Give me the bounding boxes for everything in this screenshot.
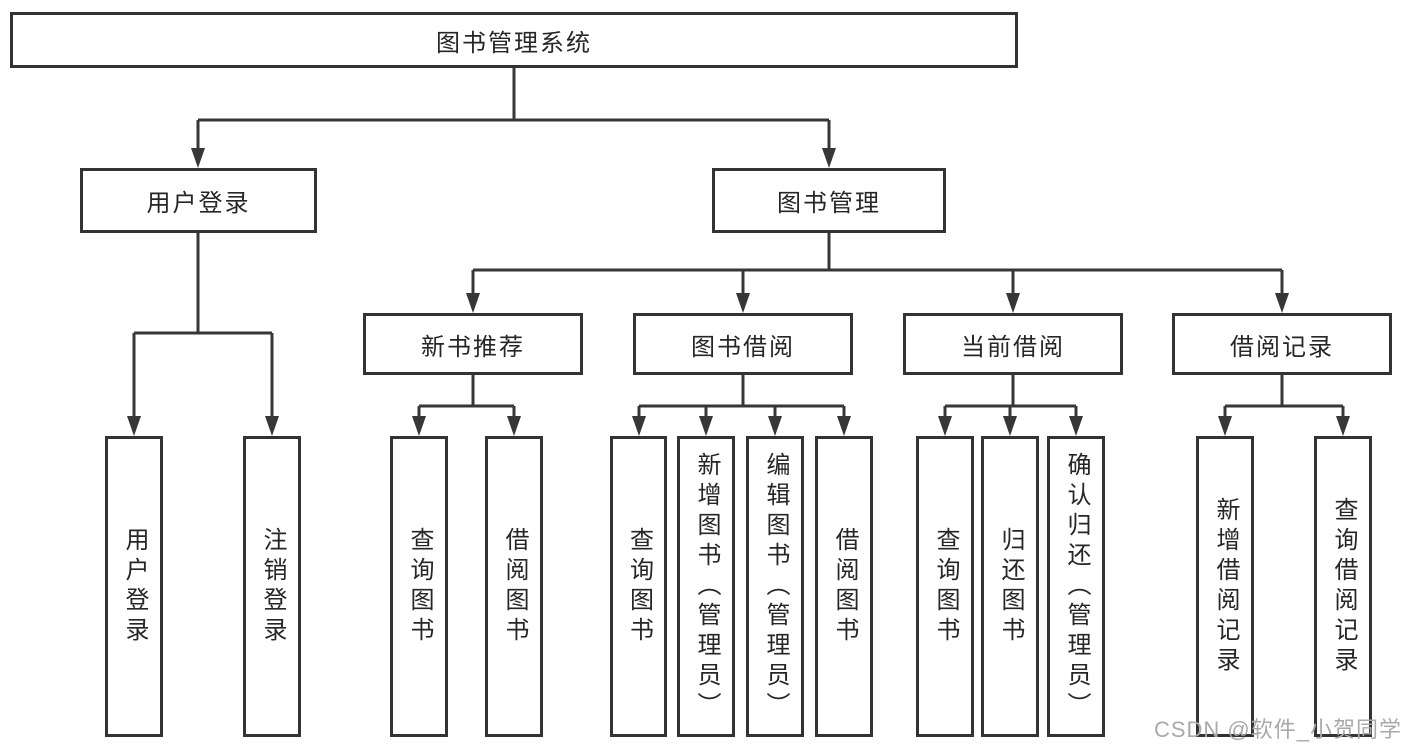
arrow-down-icon — [1218, 416, 1232, 436]
leaf-query-books-borrowing: 查询图书 — [610, 436, 667, 737]
arrow-down-icon — [768, 416, 782, 436]
edge-current-borrowing-to-children — [938, 375, 1083, 436]
arrow-down-icon — [191, 148, 205, 168]
leaf-add-borrow-record: 新增借阅记录 — [1196, 436, 1254, 737]
arrow-down-icon — [412, 416, 426, 436]
leaf-query-books-recommend: 查询图书 — [390, 436, 448, 737]
edge-borrowing-records-to-children — [1218, 375, 1350, 436]
arrow-down-icon — [632, 416, 646, 436]
edge-new-book-to-children — [412, 375, 521, 436]
edge-user-login-to-children — [127, 233, 279, 436]
leaf-add-book-admin: 新增图书（管理员） — [677, 436, 735, 737]
arrow-down-icon — [466, 293, 480, 313]
edge-root-to-level2 — [191, 68, 836, 168]
leaf-logout: 注销登录 — [243, 436, 301, 737]
arrow-down-icon — [1275, 293, 1289, 313]
arrow-down-icon — [938, 416, 952, 436]
arrow-down-icon — [1003, 416, 1017, 436]
arrow-down-icon — [507, 416, 521, 436]
node-borrowing-records: 借阅记录 — [1172, 313, 1392, 375]
edge-book-borrowing-to-children — [632, 375, 851, 436]
arrow-down-icon — [1336, 416, 1350, 436]
leaf-query-borrow-record: 查询借阅记录 — [1314, 436, 1372, 737]
node-root-system: 图书管理系统 — [10, 12, 1018, 68]
edge-book-management-to-level3 — [466, 233, 1289, 313]
arrow-down-icon — [1069, 416, 1083, 436]
leaf-borrow-books-borrowing: 借阅图书 — [815, 436, 873, 737]
csdn-watermark: CSDN @软件_小贺同学 — [1153, 717, 1402, 742]
arrow-down-icon — [265, 416, 279, 436]
node-new-book-recommendation: 新书推荐 — [363, 313, 583, 375]
leaf-return-book: 归还图书 — [981, 436, 1039, 737]
leaf-edit-book-admin: 编辑图书（管理员） — [746, 436, 804, 737]
arrow-down-icon — [736, 293, 750, 313]
node-current-borrowing: 当前借阅 — [903, 313, 1123, 375]
node-user-login: 用户登录 — [80, 168, 317, 233]
arrow-down-icon — [822, 148, 836, 168]
leaf-query-books-current: 查询图书 — [916, 436, 974, 737]
leaf-borrow-books-recommend: 借阅图书 — [485, 436, 543, 737]
node-book-management: 图书管理 — [712, 168, 946, 233]
leaf-user-login: 用户登录 — [105, 436, 163, 737]
arrow-down-icon — [127, 416, 141, 436]
arrow-down-icon — [837, 416, 851, 436]
arrow-down-icon — [699, 416, 713, 436]
leaf-confirm-return-admin: 确认归还（管理员） — [1047, 436, 1105, 737]
arrow-down-icon — [1006, 293, 1020, 313]
node-book-borrowing: 图书借阅 — [633, 313, 853, 375]
